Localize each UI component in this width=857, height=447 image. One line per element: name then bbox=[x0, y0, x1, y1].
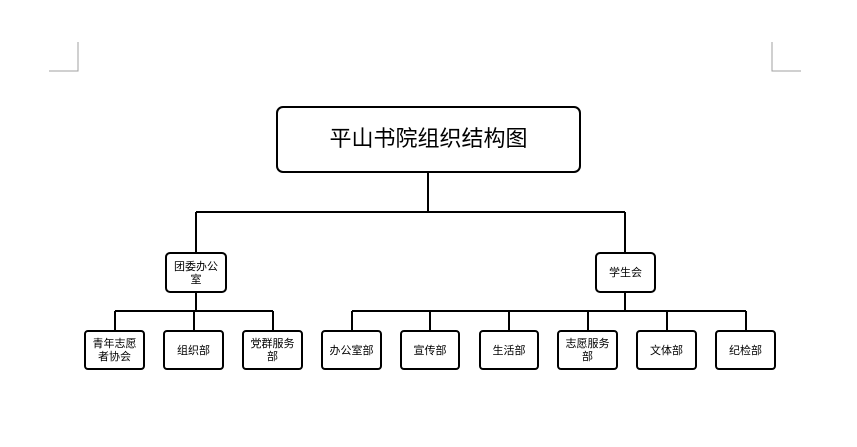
dept-node: 志愿服务部 bbox=[557, 330, 618, 370]
dept-node: 生活部 bbox=[479, 330, 539, 370]
org-root-title: 平山书院组织结构图 bbox=[329, 126, 528, 152]
margin-mark-top-right bbox=[771, 42, 801, 72]
dept-label: 志愿服务部 bbox=[565, 337, 610, 363]
dept-node: 组织部 bbox=[163, 330, 224, 370]
branch-label: 团委办公室 bbox=[174, 259, 218, 286]
margin-mark-top-left bbox=[49, 42, 79, 72]
dept-node: 党群服务部 bbox=[242, 330, 303, 370]
dept-node: 纪检部 bbox=[715, 330, 776, 370]
branch-label: 学生会 bbox=[609, 266, 642, 279]
dept-node: 文体部 bbox=[636, 330, 697, 370]
org-root-node: 平山书院组织结构图 bbox=[276, 106, 581, 173]
dept-node: 办公室部 bbox=[321, 330, 382, 370]
branch-node-student-union: 学生会 bbox=[595, 252, 656, 293]
dept-node: 宣传部 bbox=[400, 330, 460, 370]
dept-label: 组织部 bbox=[177, 343, 210, 357]
dept-label: 办公室部 bbox=[329, 343, 374, 357]
dept-label: 青年志愿者协会 bbox=[92, 337, 137, 363]
dept-label: 生活部 bbox=[492, 343, 526, 357]
dept-label: 文体部 bbox=[650, 343, 683, 357]
dept-label: 党群服务部 bbox=[250, 337, 295, 363]
branch-node-youth-league-office: 团委办公室 bbox=[165, 252, 227, 293]
dept-node: 青年志愿者协会 bbox=[84, 330, 145, 370]
dept-label: 纪检部 bbox=[729, 343, 762, 357]
dept-label: 宣传部 bbox=[413, 343, 447, 357]
